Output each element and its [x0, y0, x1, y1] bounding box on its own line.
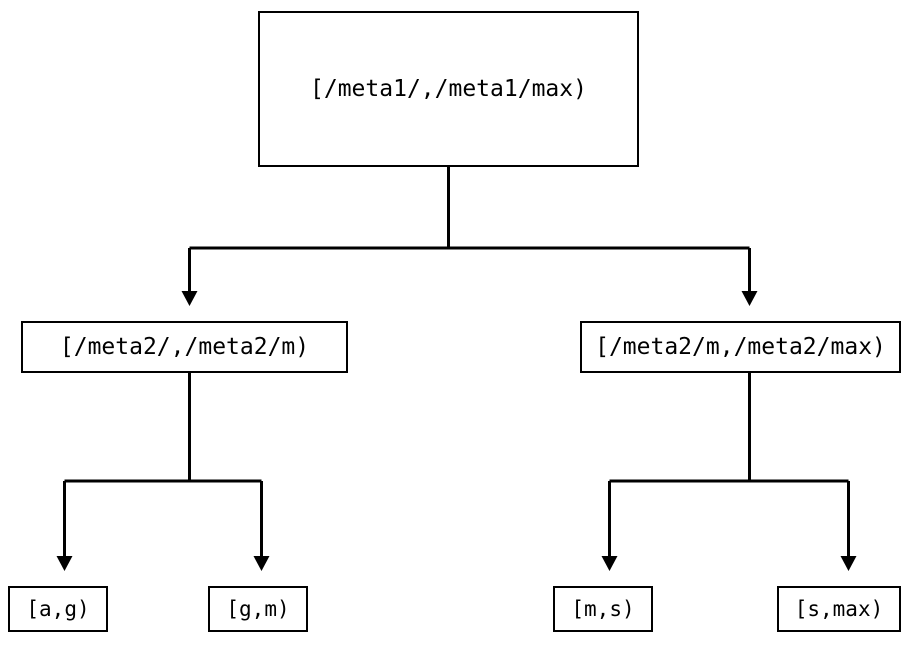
edge-mid-right-to-leaf-3 — [601, 481, 618, 571]
edge-root-to-mid-right — [741, 248, 758, 306]
tree-node-leaf-2[interactable]: [g,m) — [208, 586, 308, 632]
tree-node-mid-left-label: [/meta2/,/meta2/m) — [59, 333, 310, 360]
tree-node-root[interactable]: [/meta1/,/meta1/max) — [258, 11, 639, 167]
tree-node-leaf-1[interactable]: [a,g) — [8, 586, 108, 632]
tree-node-mid-right[interactable]: [/meta2/m,/meta2/max) — [580, 321, 901, 373]
edge-mid-left-to-leaf-2 — [253, 481, 270, 571]
edge-mid-right-to-leaf-4 — [840, 481, 857, 571]
tree-node-leaf-3-label: [m,s) — [571, 596, 635, 621]
edge-mid-left-to-leaf-1 — [56, 481, 73, 571]
tree-node-mid-right-label: [/meta2/m,/meta2/max) — [595, 333, 886, 360]
tree-node-root-label: [/meta1/,/meta1/max) — [310, 75, 587, 102]
tree-node-leaf-3[interactable]: [m,s) — [553, 586, 653, 632]
tree-node-leaf-1-label: [a,g) — [26, 596, 90, 621]
tree-node-leaf-4[interactable]: [s,max) — [777, 586, 901, 632]
tree-node-leaf-4-label: [s,max) — [794, 596, 884, 621]
tree-node-mid-left[interactable]: [/meta2/,/meta2/m) — [21, 321, 348, 373]
tree-node-leaf-2-label: [g,m) — [226, 596, 290, 621]
edge-root-to-mid-left — [181, 248, 198, 306]
